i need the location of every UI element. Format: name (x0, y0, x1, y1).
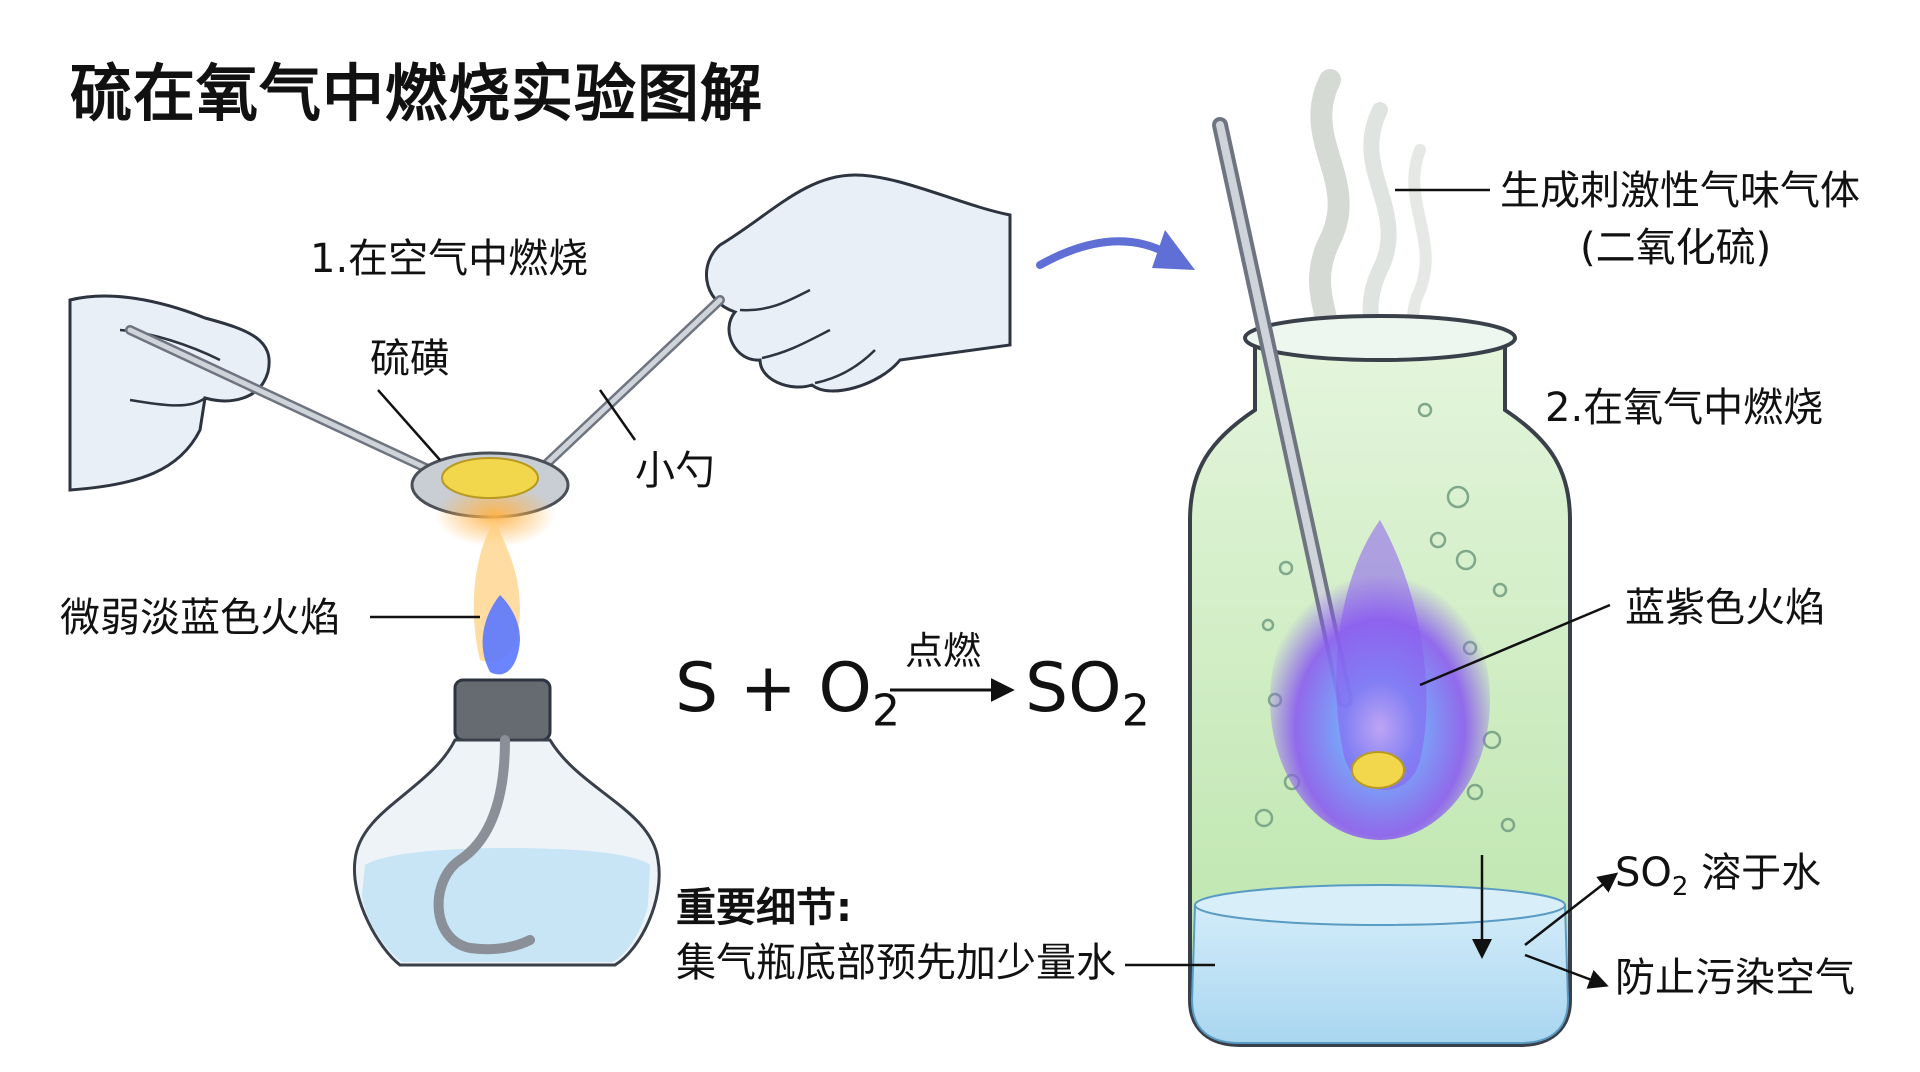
equation: S + O2 (675, 649, 900, 737)
small-blue-flame-icon (473, 520, 520, 675)
step-2-label: 2.在氧气中燃烧 (1545, 385, 1824, 431)
right-hand-icon (705, 173, 1012, 393)
page-title: 硫在氧气中燃烧实验图解 (70, 57, 764, 130)
so2-dissolves-label: SO2 溶于水 (1615, 850, 1822, 902)
notes-heading: 重要细节: (676, 885, 852, 931)
sulfur-powder (441, 457, 539, 499)
curved-arrow-icon (1036, 237, 1174, 269)
step-1-label: 1.在空气中燃烧 (310, 236, 589, 282)
notes-detail: 集气瓶底部预先加少量水 (676, 940, 1116, 986)
prevent-pollution-label: 防止污染空气 (1615, 955, 1855, 1001)
sulfur-glow (435, 483, 555, 547)
blue-purple-flame-icon (1270, 520, 1490, 840)
plus-sign: + (739, 649, 797, 728)
spoon-label: 小勺 (635, 448, 715, 494)
reactant-o2: O2 (818, 649, 900, 737)
product-so2: SO2 (1025, 649, 1150, 737)
gas-label-line1: 生成刺激性气味气体 (1500, 168, 1860, 214)
reactant-s: S (675, 649, 719, 728)
sulfur-label: 硫磺 (370, 336, 450, 382)
purple-flame-label: 蓝紫色火焰 (1625, 585, 1825, 631)
left-hand-icon (68, 294, 271, 492)
reaction-condition: 点燃 (905, 629, 982, 673)
gas-label-line2: (二氧化硫) (1580, 225, 1772, 271)
alcohol-lamp-icon (352, 678, 661, 967)
weak-flame-label: 微弱淡蓝色火焰 (60, 595, 340, 641)
